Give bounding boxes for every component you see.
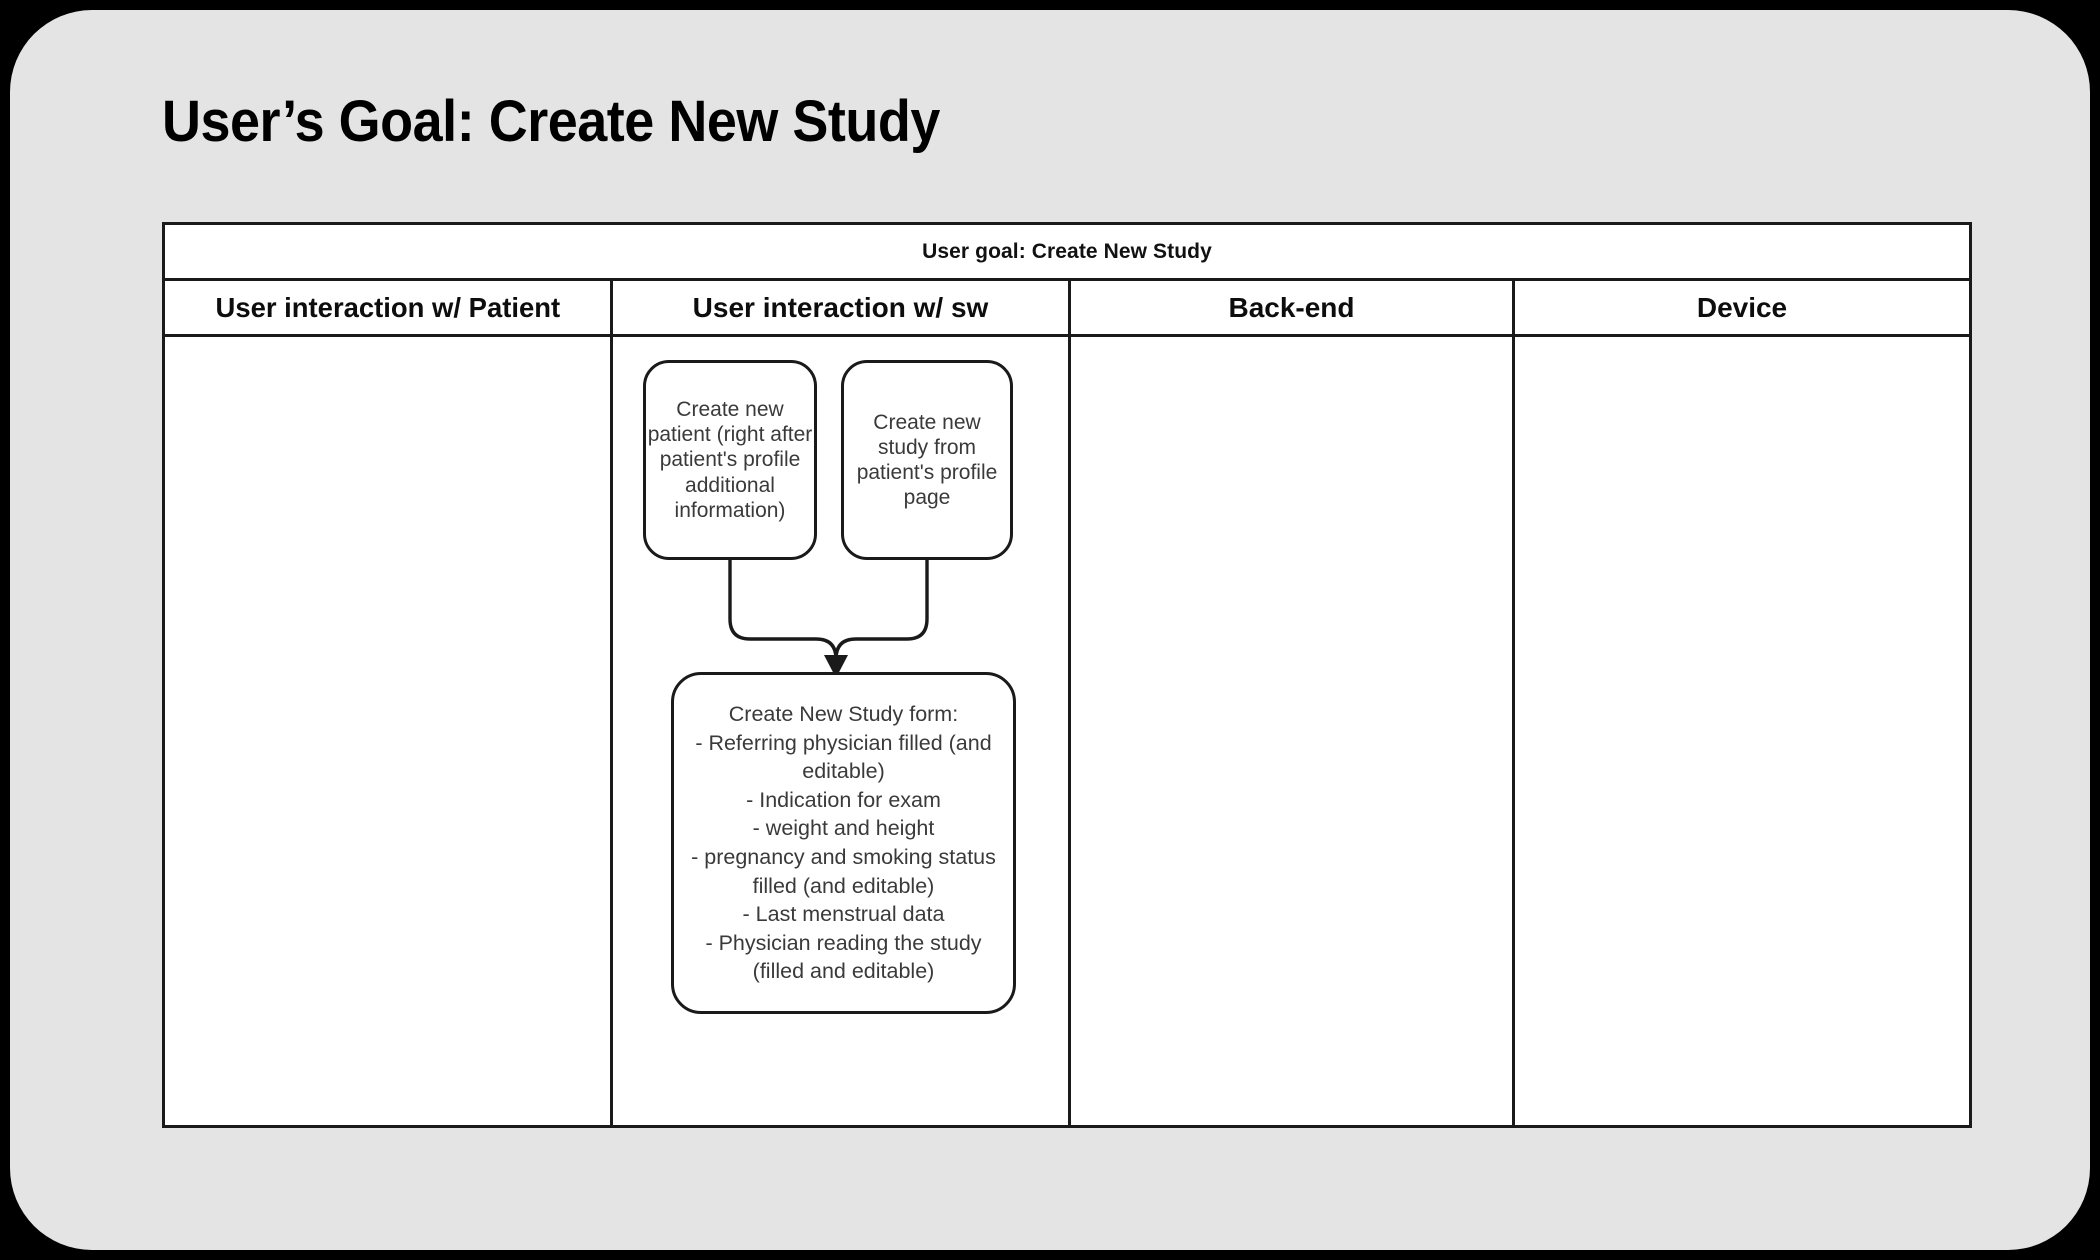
column-header-label: User interaction w/ sw — [692, 291, 989, 323]
table-goal-label: User goal: Create New Study — [922, 239, 1212, 263]
table-header-row: User interaction w/ Patient User interac… — [165, 281, 1969, 337]
swimlane-table: User goal: Create New Study User interac… — [162, 222, 1972, 1128]
slide-surface: User’s Goal: Create New Study User goal:… — [10, 10, 2090, 1250]
table-goal-row: User goal: Create New Study — [165, 225, 1969, 281]
flow-node-create-new-study-form[interactable]: Create New Study form: - Referring physi… — [671, 672, 1016, 1014]
column-header-device: Device — [1512, 281, 1969, 334]
flow-node-create-new-study[interactable]: Create new study from patient's profile … — [841, 360, 1013, 560]
flow-node-label: Create new study from patient's profile … — [856, 410, 998, 510]
column-header-label: Back-end — [1228, 291, 1355, 323]
flow-node-create-new-patient[interactable]: Create new patient (right after patient'… — [643, 360, 817, 560]
lane-user-interaction-patient — [165, 337, 610, 1125]
column-header-back-end: Back-end — [1068, 281, 1512, 334]
column-header-label: Device — [1696, 291, 1788, 323]
flow-node-label: Create new patient (right after patient'… — [647, 398, 813, 522]
column-header-user-interaction-sw: User interaction w/ sw — [610, 281, 1068, 334]
table-body-row: Create new patient (right after patient'… — [165, 337, 1969, 1125]
column-header-label: User interaction w/ Patient — [215, 291, 560, 323]
page-title: User’s Goal: Create New Study — [162, 89, 940, 154]
flowchart: Create new patient (right after patient'… — [613, 337, 1071, 1131]
flow-node-label: Create New Study form: - Referring physi… — [691, 702, 996, 984]
lane-back-end — [1068, 337, 1512, 1125]
lane-device — [1512, 337, 1969, 1125]
lane-user-interaction-sw: Create new patient (right after patient'… — [610, 337, 1068, 1125]
column-header-user-interaction-patient: User interaction w/ Patient — [165, 281, 610, 334]
